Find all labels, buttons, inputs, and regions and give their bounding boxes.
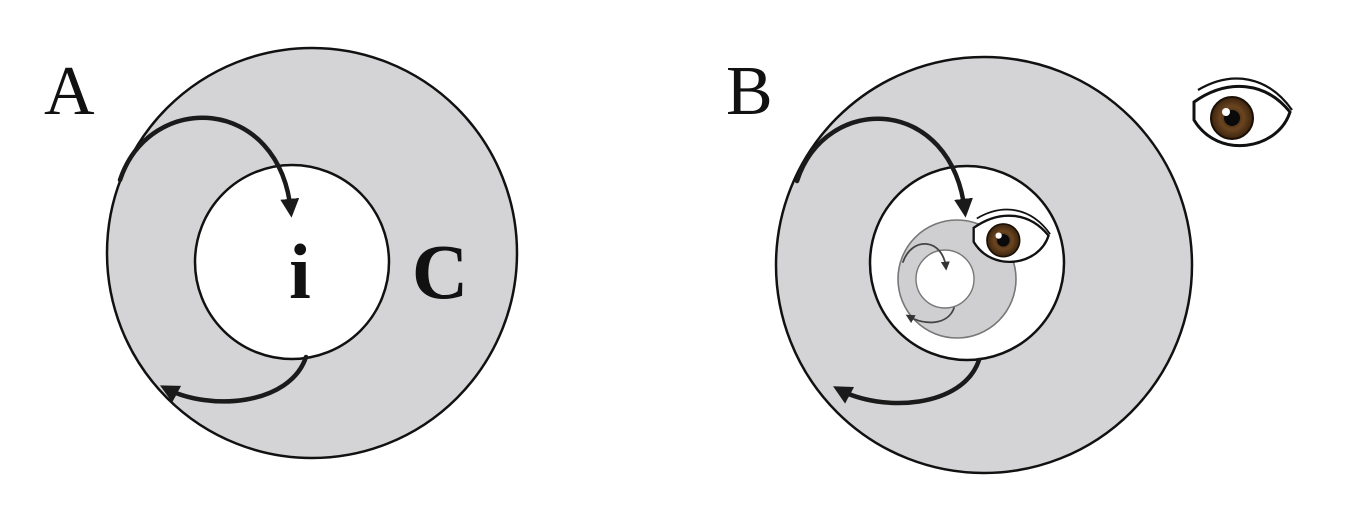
eye-icon: [972, 208, 1051, 264]
panel-a-arrow-inward: [117, 115, 300, 218]
panel-a-ring-label: C: [412, 228, 468, 315]
panel-b-nested-arrow-outward: [905, 307, 955, 324]
panel-b-nested-arrow-inward: [902, 243, 950, 271]
panel-b-arrow-inward: [794, 116, 973, 218]
eye-icon: [1192, 77, 1293, 148]
panel-b-nested-inner-circle: [915, 249, 975, 309]
panel-b-arrow-outward: [833, 357, 982, 406]
panel-a-inner-label: i: [289, 228, 311, 315]
panel-a: A i C: [44, 46, 519, 460]
panel-b: B: [726, 53, 1293, 475]
panel-a-label: A: [44, 53, 95, 130]
panel-a-inner-circle: [193, 163, 391, 361]
panel-b-label: B: [726, 53, 773, 130]
panel-a-arrow-outward: [159, 354, 309, 404]
